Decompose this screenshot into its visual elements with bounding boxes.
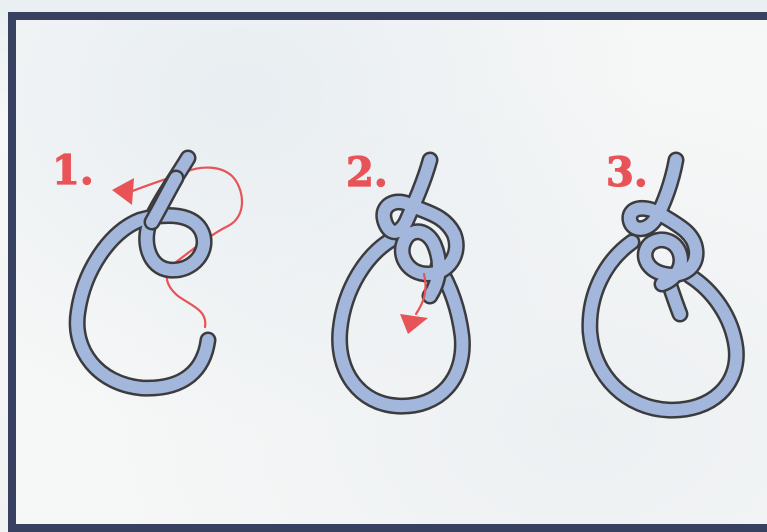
step-1-rope [77,158,208,388]
step-3: 3. [590,149,737,410]
step-2-arrow-icon [400,274,428,334]
step-2: 2. [340,149,463,406]
step-1-label: 1. [52,147,94,194]
step-2-label: 2. [346,149,388,196]
step-1: 1. [52,147,242,388]
step-3-label: 3. [606,149,648,196]
step-3-rope [590,160,737,410]
step-2-rope [340,160,463,406]
